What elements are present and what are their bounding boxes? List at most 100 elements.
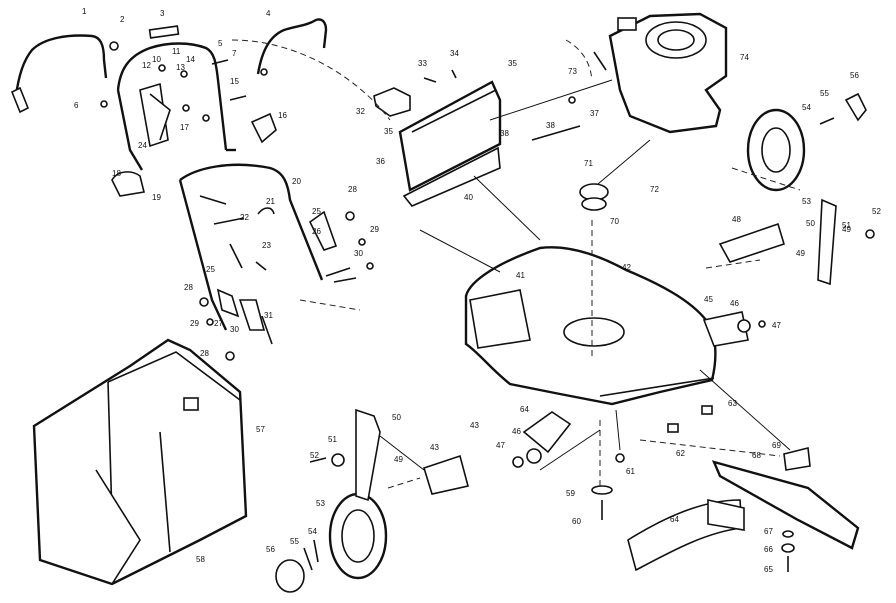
bolt-11 (158, 64, 166, 72)
mower-deck-42 (464, 246, 766, 454)
bolt-23 (255, 261, 267, 271)
washer-47 (512, 456, 524, 468)
label-72: 72 (650, 185, 659, 194)
pulley-70 (581, 197, 607, 211)
axle-48 (423, 454, 469, 495)
lead-bushing-to-deck (539, 429, 601, 471)
nut-28b (199, 297, 209, 307)
label-27: 27 (214, 319, 223, 328)
label-6: 6 (74, 101, 79, 110)
throttle-cable-73 (593, 51, 607, 71)
label-36: 36 (376, 157, 385, 166)
rail-end-bolt (260, 68, 268, 76)
washer-46 (737, 319, 751, 333)
nut-28d (366, 262, 374, 270)
washer-59 (591, 485, 613, 495)
label-38b: 38 (546, 121, 555, 130)
label-53a: 53 (802, 197, 811, 206)
rear-door-hinge-40 (402, 146, 501, 207)
deck-rear-flange (469, 289, 531, 349)
label-3: 3 (160, 9, 165, 18)
label-63: 63 (728, 399, 737, 408)
label-10: 10 (152, 55, 161, 64)
bracket-26 (238, 299, 266, 331)
bag-fold-mid (159, 431, 171, 553)
bolt-6 (100, 100, 108, 108)
label-64b: 64 (670, 515, 679, 524)
upper-handle-frame (116, 42, 228, 151)
deck-skirt-line (599, 377, 715, 397)
bolt-52-rear (865, 229, 875, 239)
label-49a: 49 (796, 249, 805, 258)
dash-front-axle (387, 477, 421, 489)
label-34: 34 (450, 49, 459, 58)
lower-handle-left-leg (178, 179, 228, 331)
bolt-22 (213, 217, 245, 225)
bolt-17 (182, 104, 190, 112)
rear-wheel-assembly (718, 92, 875, 286)
label-41: 41 (516, 271, 525, 280)
label-43a: 43 (470, 421, 479, 430)
bolt-22b (229, 243, 243, 269)
upper-rail-bar (256, 18, 328, 75)
label-49c: 49 (842, 225, 851, 234)
label-71: 71 (584, 159, 593, 168)
nut-29b (206, 318, 214, 326)
lead-deck-to-nut (615, 409, 621, 451)
label-18: 18 (112, 169, 121, 178)
bolt-13 (180, 70, 188, 78)
side-plate-45 (702, 311, 749, 347)
screw-33 (423, 77, 437, 83)
hubcap-56 (275, 559, 305, 593)
label-48: 48 (732, 215, 741, 224)
label-28a: 28 (348, 185, 357, 194)
label-28c: 28 (200, 349, 209, 358)
label-61: 61 (626, 467, 635, 476)
label-59: 59 (566, 489, 575, 498)
upper-handle-left-leg (116, 89, 144, 171)
dash-blade (639, 439, 781, 457)
lead-engine-to-pulley (597, 139, 651, 185)
label-46b: 46 (512, 427, 521, 436)
lead-door-to-engine (489, 79, 613, 121)
dash-handle-path (231, 39, 391, 121)
label-12: 12 (142, 61, 151, 70)
bag-frame-58 (95, 469, 141, 585)
blade-68 (711, 460, 860, 550)
bolt-37 (333, 277, 357, 283)
height-adjuster-50 (355, 408, 381, 502)
nut-61 (615, 453, 625, 463)
screw-34 (451, 69, 457, 79)
rear-door-35 (398, 80, 502, 192)
side-plate-44 (522, 411, 572, 454)
rear-wheel-hub (761, 127, 791, 173)
bracket-25 (308, 210, 338, 251)
label-13: 13 (176, 63, 185, 72)
label-42: 42 (622, 263, 631, 272)
rear-deflector-parts (373, 69, 581, 207)
bolt-31 (261, 315, 273, 345)
label-17: 17 (180, 123, 189, 132)
label-20: 20 (292, 177, 301, 186)
label-5: 5 (218, 39, 223, 48)
label-24: 24 (138, 141, 147, 150)
label-57: 57 (256, 425, 265, 434)
label-31: 31 (264, 311, 273, 320)
label-30a: 30 (354, 249, 363, 258)
handle-cap (148, 25, 180, 39)
bolt-47 (758, 320, 766, 328)
bolt-7 (211, 59, 229, 65)
spring-55 (303, 547, 313, 571)
label-74: 74 (740, 53, 749, 62)
height-adjuster-50-rear (817, 198, 837, 286)
label-33: 33 (418, 59, 427, 68)
label-51b: 51 (328, 435, 337, 444)
part-number-labels: 1 2 3 4 5 6 7 10 11 12 13 14 15 16 17 18… (74, 7, 881, 574)
leader-lines (231, 39, 801, 490)
bolt-37-door (568, 96, 576, 104)
bracket-25b (216, 288, 240, 318)
label-62: 62 (676, 449, 685, 458)
label-56a: 56 (850, 71, 859, 80)
key-62 (667, 423, 679, 433)
label-30b: 30 (230, 325, 239, 334)
